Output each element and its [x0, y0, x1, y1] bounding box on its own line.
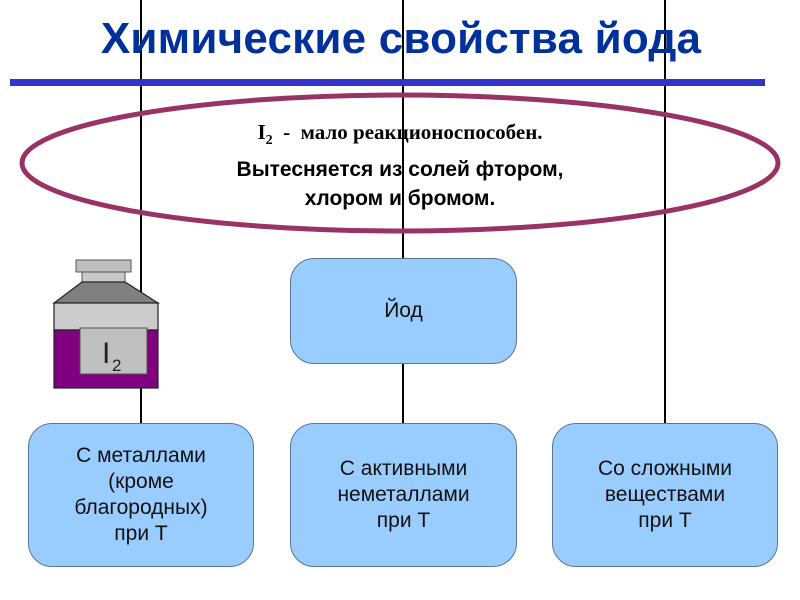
- branch-metals-line: (кроме: [108, 470, 174, 493]
- jar-label-symbol: I: [102, 337, 110, 370]
- branch-nonmetals-line: С активными: [339, 457, 468, 480]
- note-line-1: I2 - мало реакционоспособен.: [257, 120, 543, 149]
- center-node-iodine: Йод: [290, 258, 517, 364]
- note-line-3: хлором и бромом.: [304, 187, 496, 211]
- slide-title: Химические свойства йода: [100, 14, 702, 63]
- branch-metals-line: С металлами: [76, 444, 206, 467]
- branch-nonmetals-line: при Т: [376, 509, 431, 532]
- jar-shoulder: [52, 281, 161, 304]
- jar-upper-body: [53, 302, 159, 331]
- branch-complex-substances: Со сложными веществами при Т: [552, 423, 778, 567]
- branch-nonmetals: С активными неметаллами при Т: [290, 423, 517, 567]
- jar-label-subscript: 2: [112, 356, 121, 375]
- center-node-label: Йод: [384, 299, 423, 322]
- note-line-2: Вытесняется из солей фтором,: [236, 158, 564, 182]
- branch-metals-line: благородных): [74, 496, 208, 519]
- title-underline: [10, 79, 765, 86]
- note-text: I2 - мало реакционоспособен. Вытесняется…: [150, 118, 650, 213]
- branch-nonmetals-line: неметаллами: [337, 483, 470, 506]
- connector-center-lower: [402, 363, 404, 425]
- jar-label: [79, 327, 148, 375]
- branch-complex-line: веществами: [604, 483, 726, 506]
- branch-complex-line: Со сложными: [597, 457, 733, 480]
- branch-metals-line: при Т: [114, 522, 168, 545]
- branch-metals: С металлами (кроме благородных) при Т: [28, 423, 254, 567]
- jar-cap: [75, 259, 132, 273]
- jar-neck: [81, 271, 126, 283]
- branch-complex-line: при Т: [638, 509, 692, 532]
- iodine-jar-icon: I 2: [52, 259, 161, 389]
